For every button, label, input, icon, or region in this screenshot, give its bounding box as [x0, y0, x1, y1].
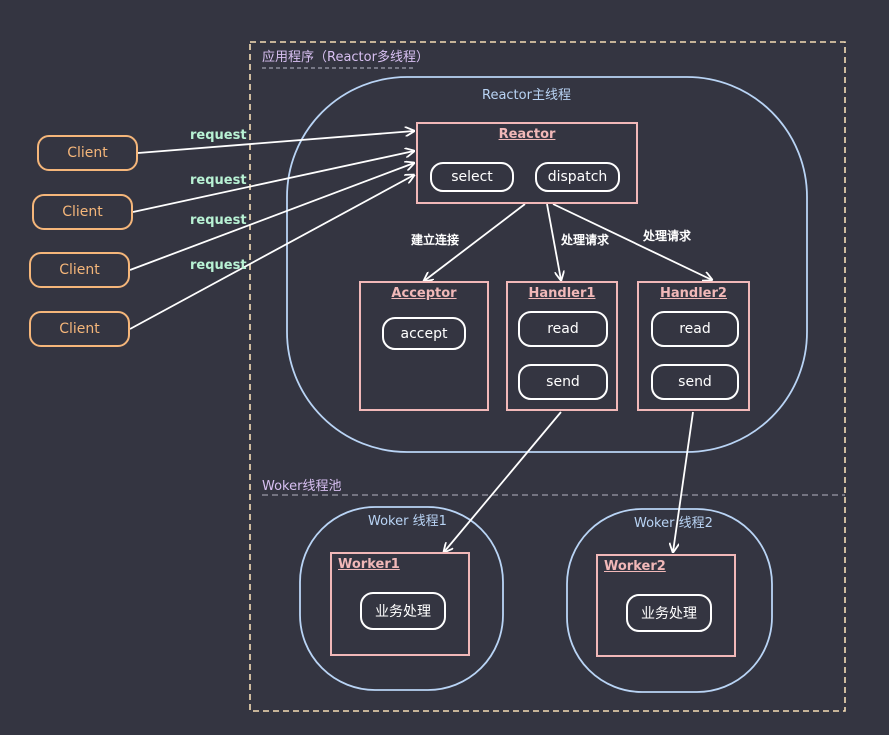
- process-label-2: 处理请求: [643, 229, 692, 243]
- reactor-box: Reactor select dispatch: [416, 122, 638, 204]
- handler1-box: Handler1 read send: [506, 281, 618, 411]
- worker-thread2-title: Woker 线程2: [634, 516, 713, 531]
- app-frame-title: 应用程序（Reactor多线程）: [262, 50, 429, 65]
- worker-thread1-title: Woker 线程1: [368, 514, 447, 529]
- connect-label: 建立连接: [411, 233, 460, 247]
- worker1-box: Worker1 业务处理: [330, 552, 470, 656]
- handler1-title: Handler1: [528, 286, 596, 301]
- worker1-title: Worker1: [338, 557, 400, 572]
- client-2[interactable]: Client: [32, 194, 133, 230]
- worker-thread2-boundary: [566, 508, 773, 693]
- worker-thread1-boundary: [299, 506, 504, 691]
- request-arrow-1: [137, 131, 414, 154]
- request-label-3: request: [190, 213, 247, 228]
- select-pill: select: [430, 162, 514, 192]
- process-arrow-1: [546, 203, 561, 280]
- request-arrow-4: [129, 175, 414, 330]
- handler2-read-pill: read: [651, 311, 739, 347]
- app-frame: [249, 41, 846, 712]
- acceptor-title: Acceptor: [391, 286, 457, 301]
- handler1-read-pill: read: [518, 311, 608, 347]
- worker2-task-pill: 业务处理: [626, 594, 712, 632]
- reactor-thread-boundary: [286, 76, 808, 453]
- acceptor-box: Acceptor accept: [359, 281, 489, 411]
- handler2-worker2-arrow: [673, 411, 694, 552]
- process-label-1: 处理请求: [561, 233, 610, 247]
- worker2-box: Worker2 业务处理: [596, 554, 736, 657]
- handler1-send-pill: send: [518, 364, 608, 400]
- connect-arrow: [424, 203, 526, 281]
- request-label-4: request: [190, 258, 247, 273]
- reactor-title: Reactor: [498, 127, 556, 142]
- request-arrow-3: [129, 163, 414, 271]
- worker-pool-title: Woker线程池: [262, 479, 342, 494]
- worker2-title: Worker2: [604, 559, 666, 574]
- accept-pill: accept: [382, 317, 466, 350]
- request-label-2: request: [190, 173, 247, 188]
- process-arrow-2: [552, 203, 712, 280]
- client-4[interactable]: Client: [29, 311, 130, 347]
- dispatch-pill: dispatch: [535, 162, 620, 192]
- reactor-thread-title: Reactor主线程: [482, 88, 571, 103]
- handler2-send-pill: send: [651, 364, 739, 400]
- client-1[interactable]: Client: [37, 135, 138, 171]
- handler2-title: Handler2: [660, 286, 727, 301]
- worker1-task-pill: 业务处理: [360, 592, 446, 630]
- request-arrow-2: [132, 151, 414, 213]
- handler1-worker1-arrow: [444, 411, 562, 552]
- request-label-1: request: [190, 128, 247, 143]
- handler2-box: Handler2 read send: [637, 281, 750, 411]
- client-3[interactable]: Client: [29, 252, 130, 288]
